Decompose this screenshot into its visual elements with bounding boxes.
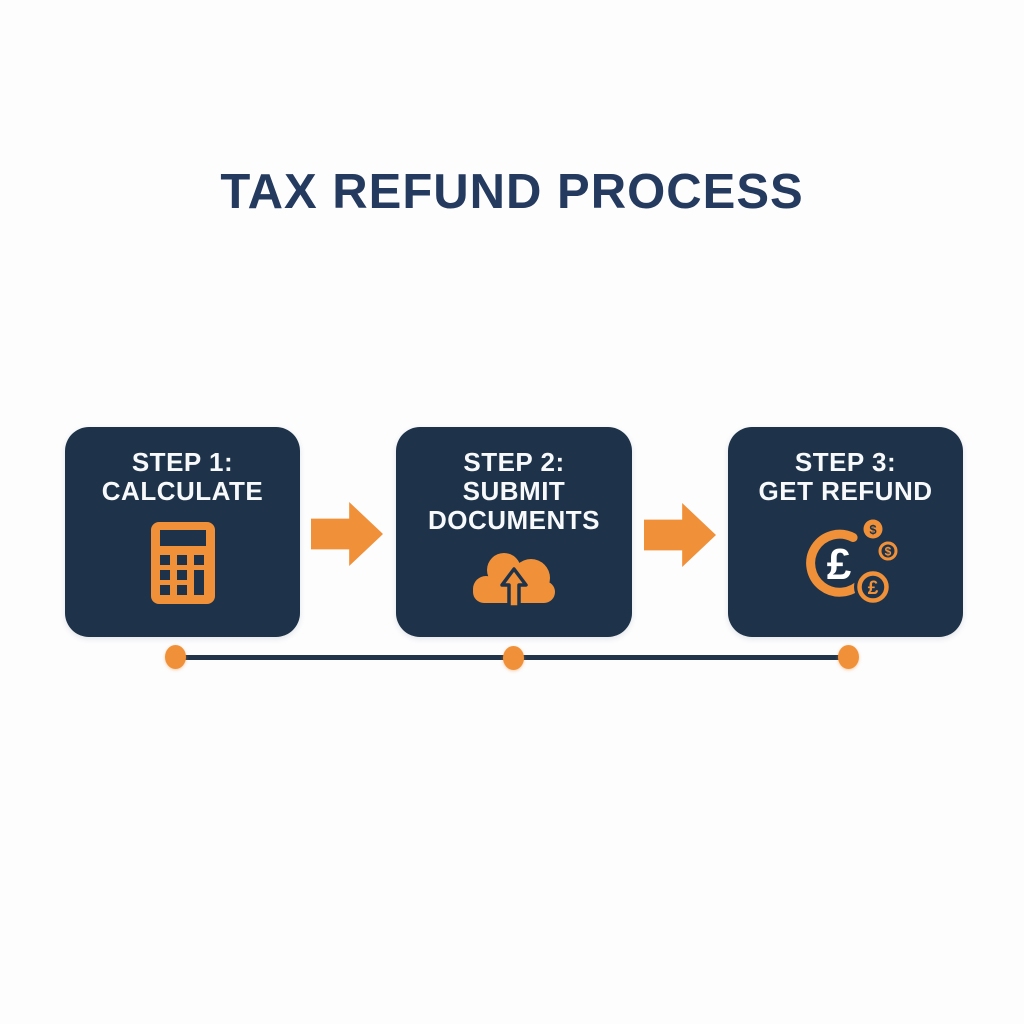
step-1-heading: STEP 1: CALCULATE <box>102 448 263 506</box>
svg-text:£: £ <box>867 578 878 599</box>
arrow-right-icon <box>311 502 383 566</box>
arrow-right-icon <box>644 503 716 567</box>
timeline-dot <box>838 645 859 669</box>
step-3-heading: STEP 3: GET REFUND <box>759 448 933 506</box>
step-3-card: STEP 3: GET REFUND £ $ $ £ <box>728 427 963 637</box>
svg-text:$: $ <box>869 522 877 537</box>
step-2-label: STEP 2: <box>463 447 565 477</box>
step-1-name: CALCULATE <box>101 476 264 506</box>
calculator-icon <box>73 506 292 619</box>
step-2-name: SUBMIT DOCUMENTS <box>427 476 601 535</box>
pound-coin-icon <box>856 570 889 603</box>
svg-text:$: $ <box>884 544 891 558</box>
step-2-heading: STEP 2: SUBMIT DOCUMENTS <box>404 448 624 535</box>
money-coins-icon: £ $ $ £ <box>743 506 962 619</box>
cloud-upload-icon <box>404 535 624 619</box>
step-1-label: STEP 1: <box>131 447 234 477</box>
dollar-coin-icon <box>878 541 897 560</box>
step-3-label: STEP 3: <box>794 447 897 477</box>
pound-ring <box>805 529 866 597</box>
step-2-card: STEP 2: SUBMIT DOCUMENTS <box>396 427 632 637</box>
dollar-coin-icon <box>863 519 882 538</box>
step-3-name: GET REFUND <box>758 476 933 506</box>
timeline-dot <box>165 645 186 669</box>
page-title: TAX REFUND PROCESS <box>220 165 804 219</box>
step-1-card: STEP 1: CALCULATE <box>65 427 300 637</box>
pound-symbol: £ <box>826 540 851 589</box>
timeline-dot <box>503 646 524 670</box>
